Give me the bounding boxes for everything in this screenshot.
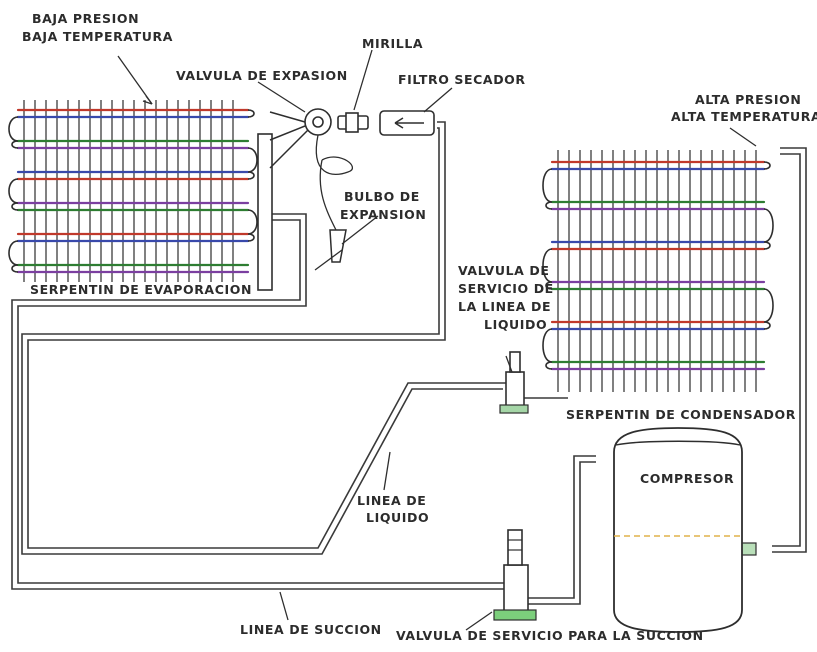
compressor-body bbox=[613, 427, 743, 633]
discharge-pipe bbox=[772, 153, 801, 547]
condenser-return-bend bbox=[763, 288, 774, 323]
liquid-line-pipe-inner bbox=[21, 127, 503, 555]
condenser-pair-bend bbox=[545, 281, 553, 290]
condenser-coil bbox=[542, 150, 774, 392]
condenser-pair-bend bbox=[763, 241, 771, 250]
liquid-valve-base bbox=[499, 404, 529, 414]
label-liquid-line-line2: LIQUIDO bbox=[366, 510, 429, 525]
condenser-return-bend bbox=[542, 248, 553, 283]
evaporator-pair-bend bbox=[11, 264, 19, 273]
evaporator-return-bend bbox=[8, 240, 19, 266]
label-liquid-line-line1: LINEA DE bbox=[357, 493, 426, 508]
label-liquid-valve-line4: LIQUIDO bbox=[484, 317, 547, 332]
evaporator-return-bend bbox=[247, 147, 258, 173]
compressor bbox=[613, 427, 743, 633]
compressor-top-rim bbox=[615, 440, 741, 446]
label-filter-drier: FILTRO SECADOR bbox=[398, 72, 526, 87]
condenser-pair-bend bbox=[763, 161, 771, 170]
condenser-return-bend bbox=[542, 328, 553, 363]
label-liquid-valve-line2: SERVICIO DE bbox=[458, 281, 554, 296]
condenser-tubes bbox=[542, 160, 774, 371]
liquid-line-pipe bbox=[27, 121, 507, 549]
evaporator-header bbox=[257, 133, 273, 291]
label-low-pressure: BAJA PRESION bbox=[32, 11, 139, 26]
condenser-return-bend bbox=[542, 168, 553, 203]
suction-line-pipe-inner bbox=[11, 219, 505, 590]
label-compressor: COMPRESOR bbox=[640, 471, 734, 486]
discharge-pipe-inner bbox=[772, 147, 807, 553]
condenser-fins bbox=[557, 150, 757, 392]
sight-glass bbox=[337, 112, 369, 133]
condenser-pair-bend bbox=[545, 361, 553, 370]
evaporator-return-bend bbox=[8, 178, 19, 204]
label-suction-valve: VALVULA DE SERVICIO PARA LA SUCCION bbox=[396, 628, 704, 643]
label-expansion-bulb-line1: BULBO DE bbox=[344, 189, 420, 204]
expansion-bulb bbox=[315, 134, 354, 263]
suction-valve-base bbox=[493, 609, 537, 621]
evaporator-pair-bend bbox=[11, 140, 19, 149]
evaporator-return-bend bbox=[8, 116, 19, 142]
evaporator-tubes bbox=[8, 108, 258, 274]
leader-lines bbox=[117, 49, 757, 631]
label-liquid-valve-line3: LA LINEA DE bbox=[458, 299, 551, 314]
piping bbox=[11, 121, 807, 605]
label-expansion-valve: VALVULA DE EXPASION bbox=[176, 68, 348, 83]
label-sight-glass: MIRILLA bbox=[362, 36, 423, 51]
evaporator-pair-bend bbox=[247, 171, 255, 180]
compressor-suction-pipe bbox=[528, 455, 596, 599]
liquid-service-valve bbox=[499, 351, 529, 414]
expansion-valve bbox=[269, 108, 332, 169]
label-suction-line: LINEA DE SUCCION bbox=[240, 622, 382, 637]
evaporator-coil bbox=[8, 100, 273, 291]
label-low-temperature: BAJA TEMPERATURA bbox=[22, 29, 173, 44]
label-high-pressure: ALTA PRESION bbox=[695, 92, 801, 107]
condenser-return-bend bbox=[763, 208, 774, 243]
evaporator-fins bbox=[23, 100, 234, 282]
evaporator-pair-bend bbox=[247, 233, 255, 242]
label-high-temperature: ALTA TEMPERATURA bbox=[671, 109, 817, 124]
condenser-pair-bend bbox=[545, 201, 553, 210]
evaporator-pair-bend bbox=[11, 202, 19, 211]
label-liquid-valve-line1: VALVULA DE bbox=[458, 263, 549, 278]
label-evaporator-coil: SERPENTIN DE EVAPORACION bbox=[30, 282, 252, 297]
suction-service-valve bbox=[493, 529, 537, 621]
condenser-pair-bend bbox=[763, 321, 771, 330]
label-expansion-bulb-line2: EXPANSION bbox=[340, 207, 426, 222]
evaporator-return-bend bbox=[247, 209, 258, 235]
compressor-suction-pipe-inner bbox=[528, 461, 596, 605]
suction-line-pipe bbox=[17, 213, 505, 584]
evaporator-pair-bend bbox=[247, 109, 255, 118]
filter-drier bbox=[379, 110, 435, 136]
label-condenser-coil: SERPENTIN DE CONDENSADOR bbox=[566, 407, 796, 422]
labels: BAJA PRESION BAJA TEMPERATURA VALVULA DE… bbox=[22, 11, 817, 643]
